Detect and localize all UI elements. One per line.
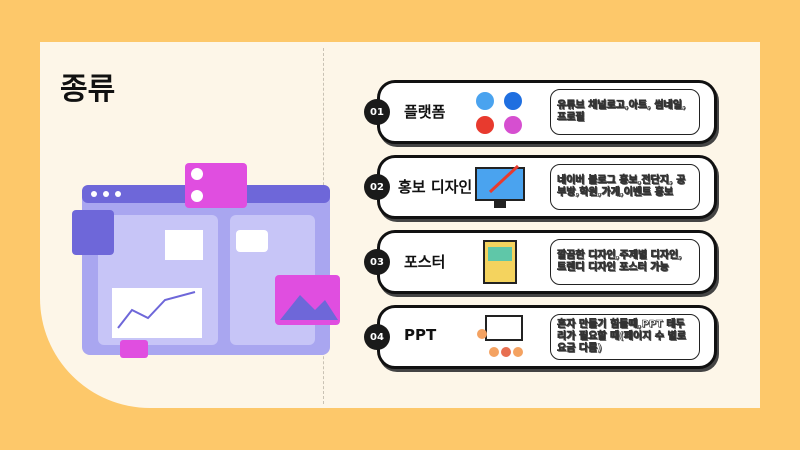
presentation-icon <box>477 315 523 357</box>
design-monitor-icon <box>475 164 525 208</box>
poster-icon <box>483 240 517 284</box>
row-number: 04 <box>364 324 390 350</box>
row-label: 플랫폼 <box>404 103 446 121</box>
web-design-illustration <box>72 163 340 358</box>
type-row-ppt: 04 PPT 혼자 만들기 힘들때,PPT 테두리가 필요할 때(페이지 수 별… <box>364 305 717 369</box>
row-label: PPT <box>404 326 437 344</box>
social-media-icon <box>476 92 522 134</box>
row-description: 네이버 블로그 홍보,전단지, 공부방,학원,가게,이벤트 홍보 <box>550 164 700 210</box>
row-description: 깔끔한 디자인,주제별 디자인, 트렌디 디자인 포스터 가능 <box>550 239 700 285</box>
page-title: 종류 <box>60 72 116 107</box>
row-number: 01 <box>364 99 390 125</box>
row-description: 유튜브 채널로고,아트, 썸네일,프로필 <box>550 89 700 135</box>
type-row-poster: 03 포스터 깔끔한 디자인,주제별 디자인, 트렌디 디자인 포스터 가능 <box>364 230 717 294</box>
row-description: 혼자 만들기 힘들때,PPT 테두리가 필요할 때(페이지 수 별로 요금 다름… <box>550 314 700 360</box>
type-row-platform: 01 플랫폼 유튜브 채널로고,아트, 썸네일,프로필 <box>364 80 717 144</box>
row-label: 홍보 디자인 <box>398 178 473 196</box>
row-label: 포스터 <box>404 253 446 271</box>
row-number: 03 <box>364 249 390 275</box>
type-row-promo-design: 02 홍보 디자인 네이버 블로그 홍보,전단지, 공부방,학원,가게,이벤트 … <box>364 155 717 219</box>
row-number: 02 <box>364 174 390 200</box>
